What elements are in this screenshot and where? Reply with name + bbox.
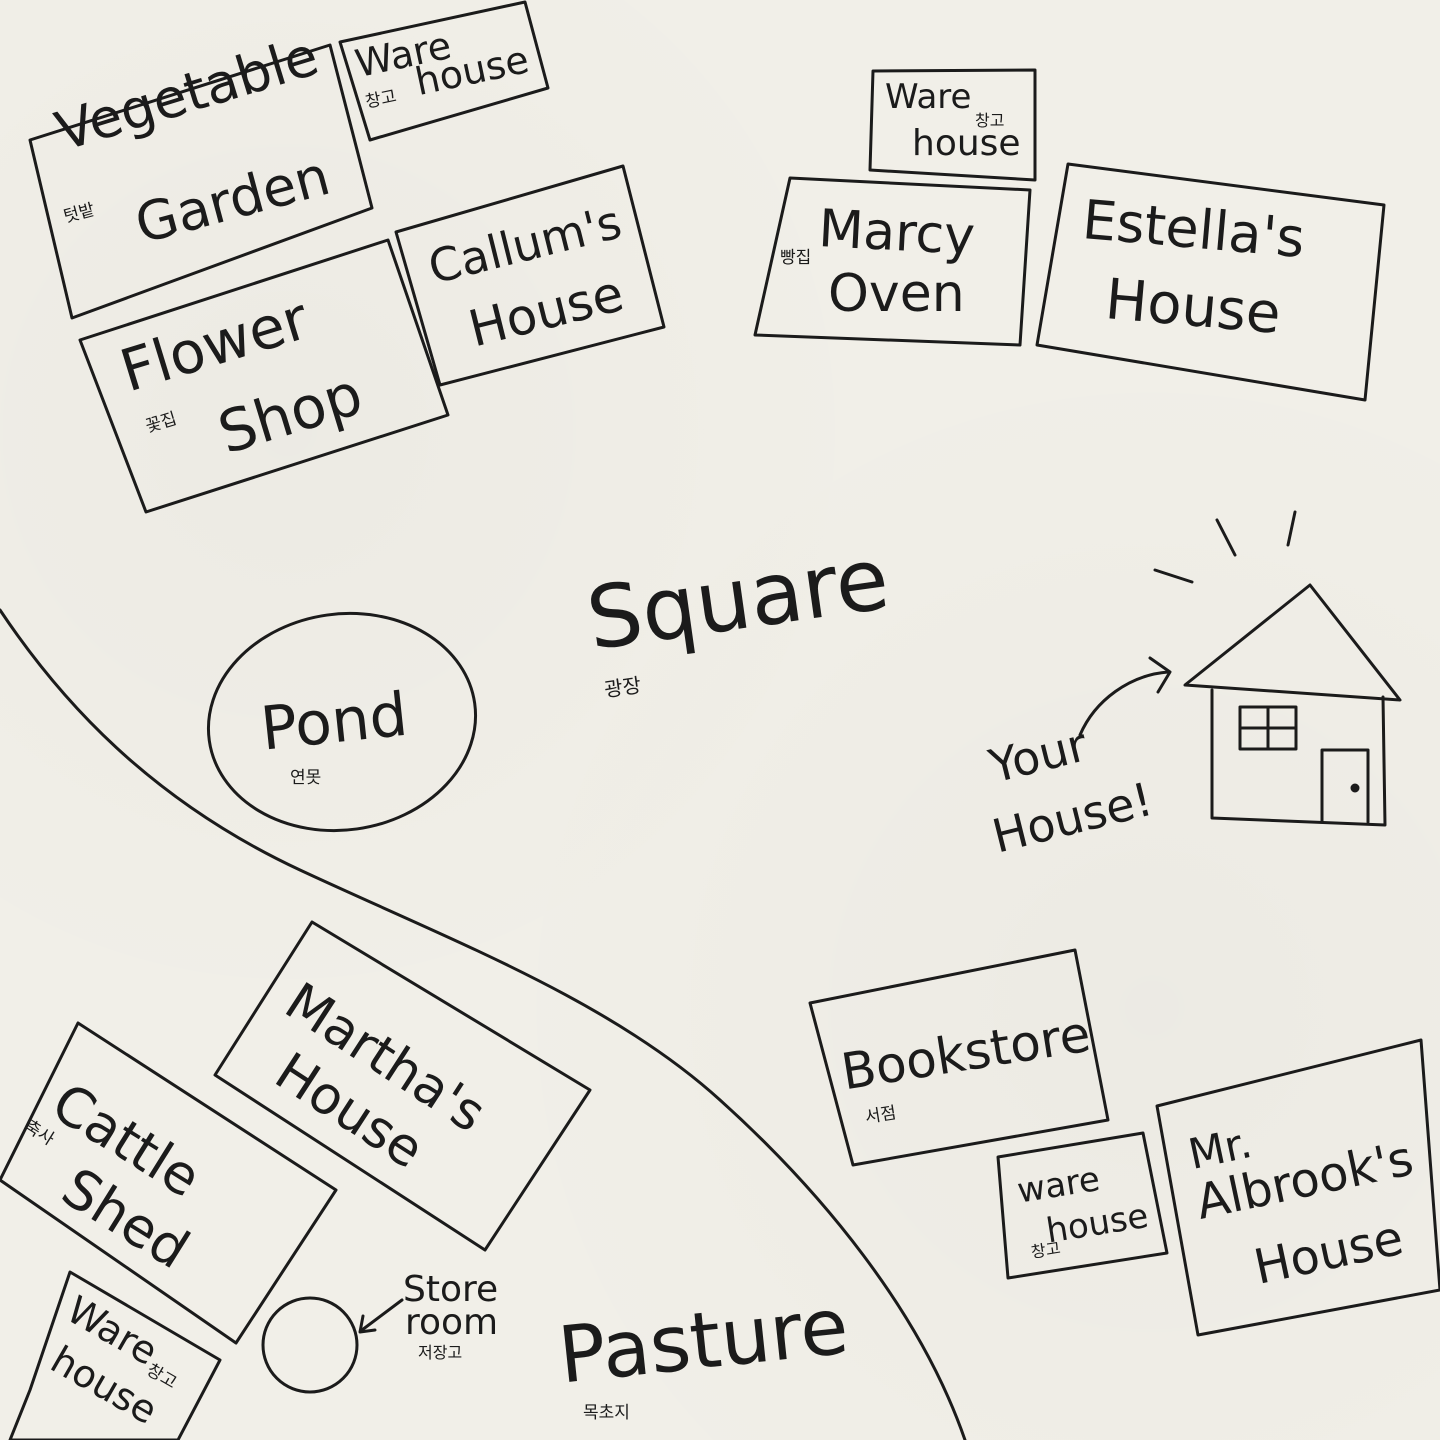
estellas-house-label-2: House bbox=[1102, 267, 1284, 348]
warehouse-ne-building bbox=[868, 68, 1037, 182]
pond-korean: 연못 bbox=[290, 768, 322, 788]
mr-albrooks-house-building bbox=[1155, 1038, 1440, 1337]
marcy-oven-label-2: Oven bbox=[828, 264, 965, 324]
warehouse-se-building bbox=[996, 1131, 1169, 1280]
pond-label: Pond bbox=[257, 679, 411, 765]
vegetable-garden-building bbox=[28, 43, 374, 320]
flower-shop-building bbox=[78, 238, 450, 514]
marcy-oven-label-1: Marcy bbox=[817, 199, 977, 268]
marcy-oven-building bbox=[753, 176, 1032, 347]
storeroom-arrow bbox=[358, 1298, 404, 1334]
storeroom-korean: 저장고 bbox=[418, 1343, 463, 1362]
warehouse-sw-building bbox=[8, 1270, 222, 1440]
warehouse-ne-label-2: house bbox=[912, 123, 1021, 164]
storeroom-label-2: room bbox=[405, 1302, 499, 1343]
your-house-drawing bbox=[1078, 510, 1402, 827]
warehouse-nw-building bbox=[338, 0, 550, 142]
marcy-oven-korean: 빵집 bbox=[780, 248, 812, 268]
storeroom-label-1: Store bbox=[403, 1269, 499, 1310]
estellas-house-building bbox=[1035, 162, 1386, 402]
warehouse-ne-korean: 창고 bbox=[975, 111, 1005, 130]
bookstore-building bbox=[808, 948, 1110, 1167]
cattle-shed-building bbox=[0, 1021, 338, 1345]
pond-circle bbox=[206, 611, 478, 833]
square-korean: 광장 bbox=[602, 672, 643, 702]
road-path bbox=[0, 608, 967, 1440]
callums-house-building bbox=[394, 164, 666, 387]
bookstore-korean: 서점 bbox=[863, 1103, 898, 1128]
warehouse-se-korean: 창고 bbox=[1029, 1238, 1062, 1262]
marthas-house-building bbox=[213, 920, 592, 1252]
storeroom-circle bbox=[261, 1296, 359, 1394]
pasture-korean: 목초지 bbox=[583, 1403, 630, 1423]
warehouse-ne-label-1: Ware bbox=[885, 77, 972, 117]
